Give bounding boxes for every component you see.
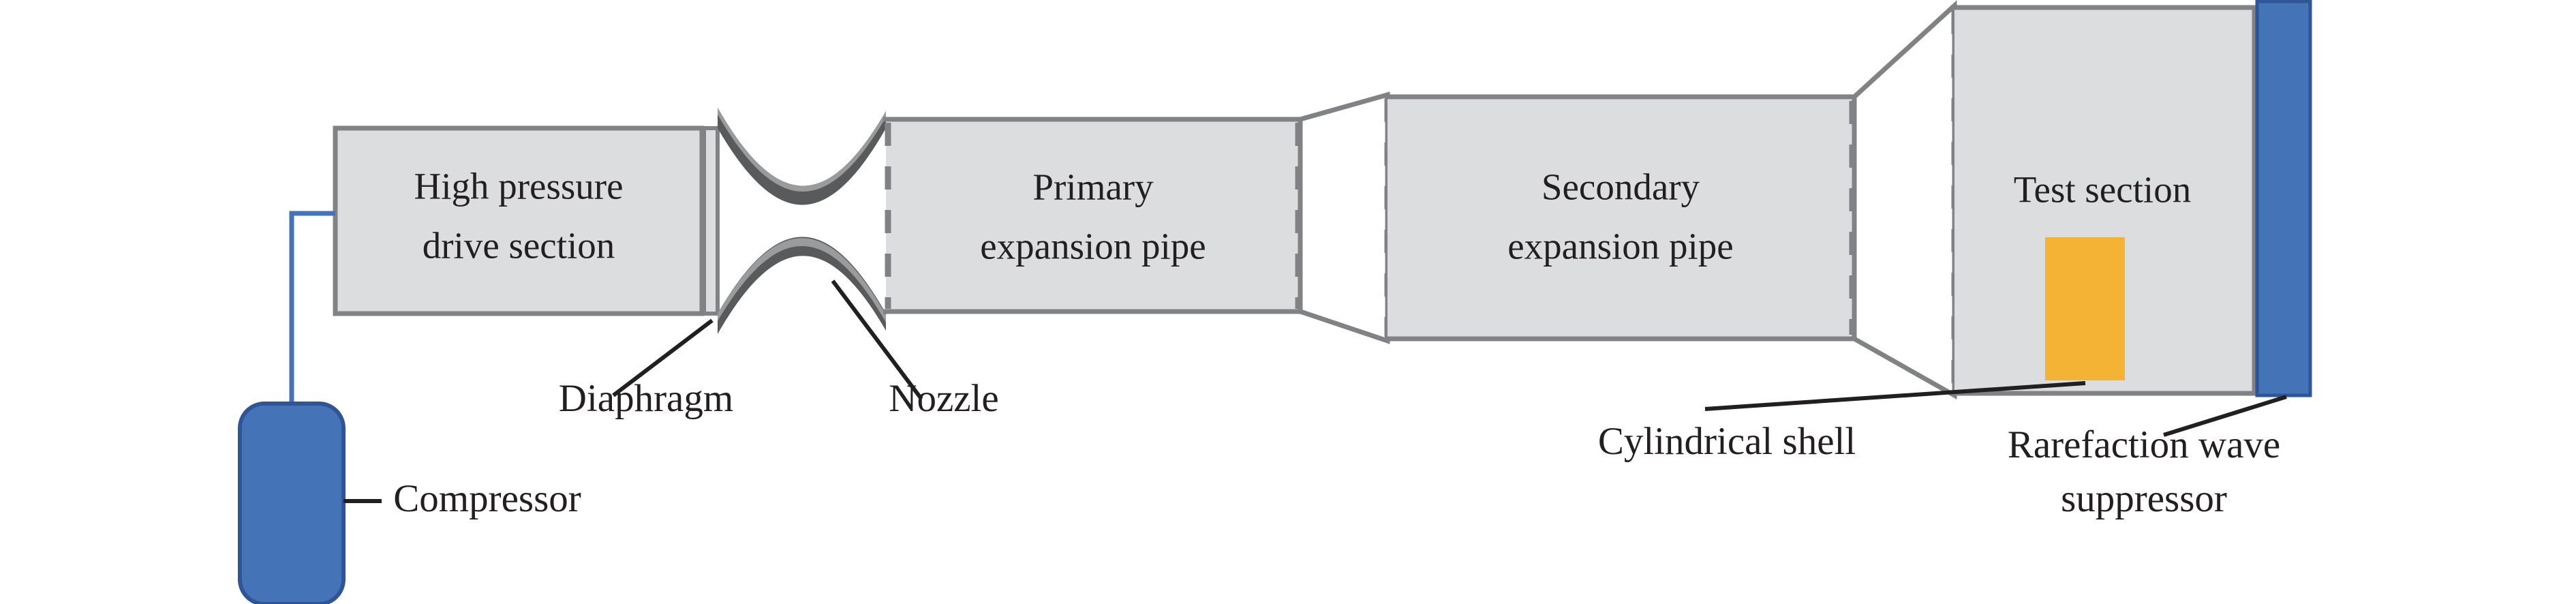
nozzle-upper-body <box>718 108 886 205</box>
rarefaction-wave-suppressor-group <box>2255 0 2312 397</box>
cylindrical-shell-label: Cylindrical shell <box>1598 420 1856 463</box>
primary-pipe-body <box>886 117 1300 314</box>
secondary-pipe-label-line2: expansion pipe <box>1507 226 1733 267</box>
test-section-group <box>1952 5 2257 396</box>
nozzle-leader-line <box>831 280 923 400</box>
drive-section-label-line1: High pressure <box>414 166 623 207</box>
diaphragm-label: Diaphragm <box>559 377 733 420</box>
nozzle-upper-highlight <box>718 108 886 192</box>
secondary-pipe-label-line1: Secondary <box>1542 166 1700 208</box>
nozzle-lower-highlight <box>718 238 886 322</box>
secondary-pipe-group <box>1385 94 1857 342</box>
nozzle-group <box>718 108 886 334</box>
transition-cone-primary-to-secondary <box>1298 91 1391 344</box>
suppressor-label-line2: suppressor <box>2061 477 2227 520</box>
compressor-group <box>238 211 382 604</box>
primary-pipe-group <box>883 117 1303 314</box>
suppressor-label-line1: Rarefaction wave <box>2008 423 2280 466</box>
drive-section-label-line2: drive section <box>423 225 615 267</box>
callout-leaders <box>612 280 2287 437</box>
diaphragm-leader-line <box>612 318 714 397</box>
nozzle-label: Nozzle <box>889 377 998 420</box>
compressor-label: Compressor <box>393 477 581 520</box>
test-section-label: Test section <box>2014 169 2191 211</box>
suppressor-leader-line <box>2163 395 2287 437</box>
transition-cone-secondary-to-test <box>1852 0 1958 399</box>
cone2-outline <box>1852 0 1957 399</box>
cone1-outline <box>1298 91 1390 344</box>
diaphragm-plate <box>702 126 720 316</box>
compressor-body <box>238 402 346 604</box>
cylindrical-shell-leader-line <box>1704 381 2086 411</box>
compressor-supply-pipe <box>289 211 335 404</box>
drive-section-group <box>333 125 720 316</box>
primary-pipe-label-line1: Primary <box>1032 166 1154 208</box>
drive-section-body <box>335 128 702 314</box>
rarefaction-wave-suppressor-body <box>2255 0 2312 397</box>
primary-pipe-label-line2: expansion pipe <box>980 226 1206 267</box>
cylindrical-shell-model <box>2045 237 2125 380</box>
secondary-pipe-body <box>1387 95 1854 341</box>
